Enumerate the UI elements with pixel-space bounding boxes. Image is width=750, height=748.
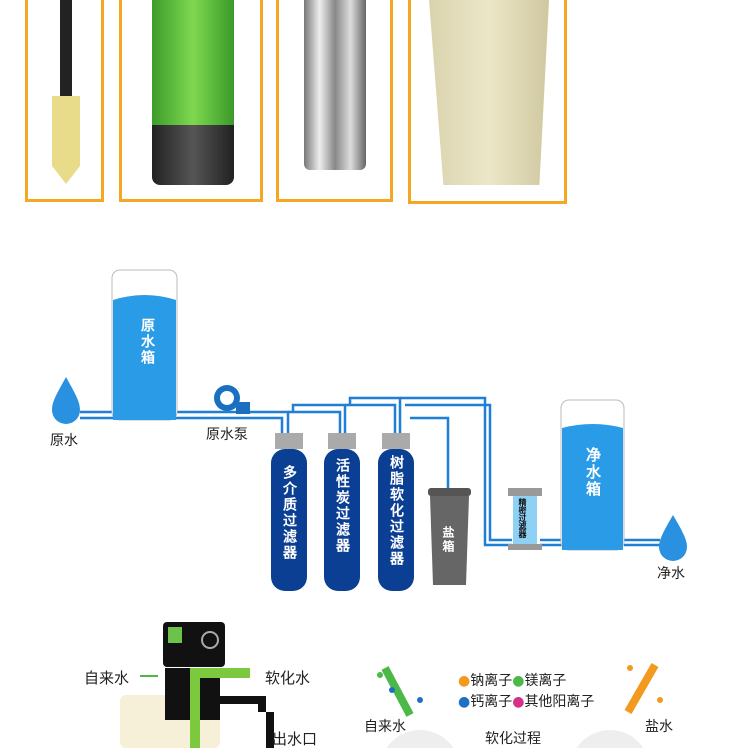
product-brine-tank — [408, 0, 567, 204]
filter-carbon-label: 活性炭过滤器 — [334, 458, 350, 554]
product-frp-tank — [119, 0, 263, 202]
pump-label: 原水泵 — [206, 427, 248, 443]
filter-resin-label: 树脂软化过滤器 — [388, 455, 404, 567]
product-stainless-filter — [276, 0, 393, 202]
salt-tank-label: 盐箱 — [441, 526, 455, 554]
process-label: 软化过程 — [485, 731, 541, 747]
pump-icon — [214, 385, 250, 414]
softener-valve — [120, 622, 274, 748]
filter-multimedia-label: 多介质过滤器 — [281, 465, 297, 561]
water-drop-icon — [52, 377, 80, 424]
tap-water-label: 自来水 — [84, 669, 130, 687]
clean-water-tank — [560, 399, 625, 551]
tap-water-label-2: 自来水 — [364, 719, 406, 735]
raw-water-label: 原水 — [50, 433, 78, 449]
product-distributor — [25, 0, 104, 202]
legend-row-1: ●钠离子●镁离子 — [458, 673, 567, 689]
raw-water-tank — [111, 269, 178, 421]
water-drop-icon — [659, 515, 687, 561]
clean-tank-label: 净水箱 — [584, 447, 602, 498]
salt-tank — [428, 488, 471, 585]
pipes — [80, 396, 660, 547]
soft-water-label: 软化水 — [265, 669, 311, 687]
ion-exchange-illustration — [377, 663, 663, 748]
precision-filter — [508, 488, 542, 550]
legend-row-2: ●钙离子●其他阳离子 — [458, 694, 595, 710]
outlet-label: 出水口 — [272, 730, 318, 748]
brine-label: 盐水 — [645, 719, 673, 735]
filters — [271, 433, 414, 591]
precision-filter-label: 精密过滤器 — [518, 498, 527, 538]
clean-water-label: 净水 — [657, 566, 685, 582]
raw-tank-label: 原水箱 — [139, 318, 155, 366]
